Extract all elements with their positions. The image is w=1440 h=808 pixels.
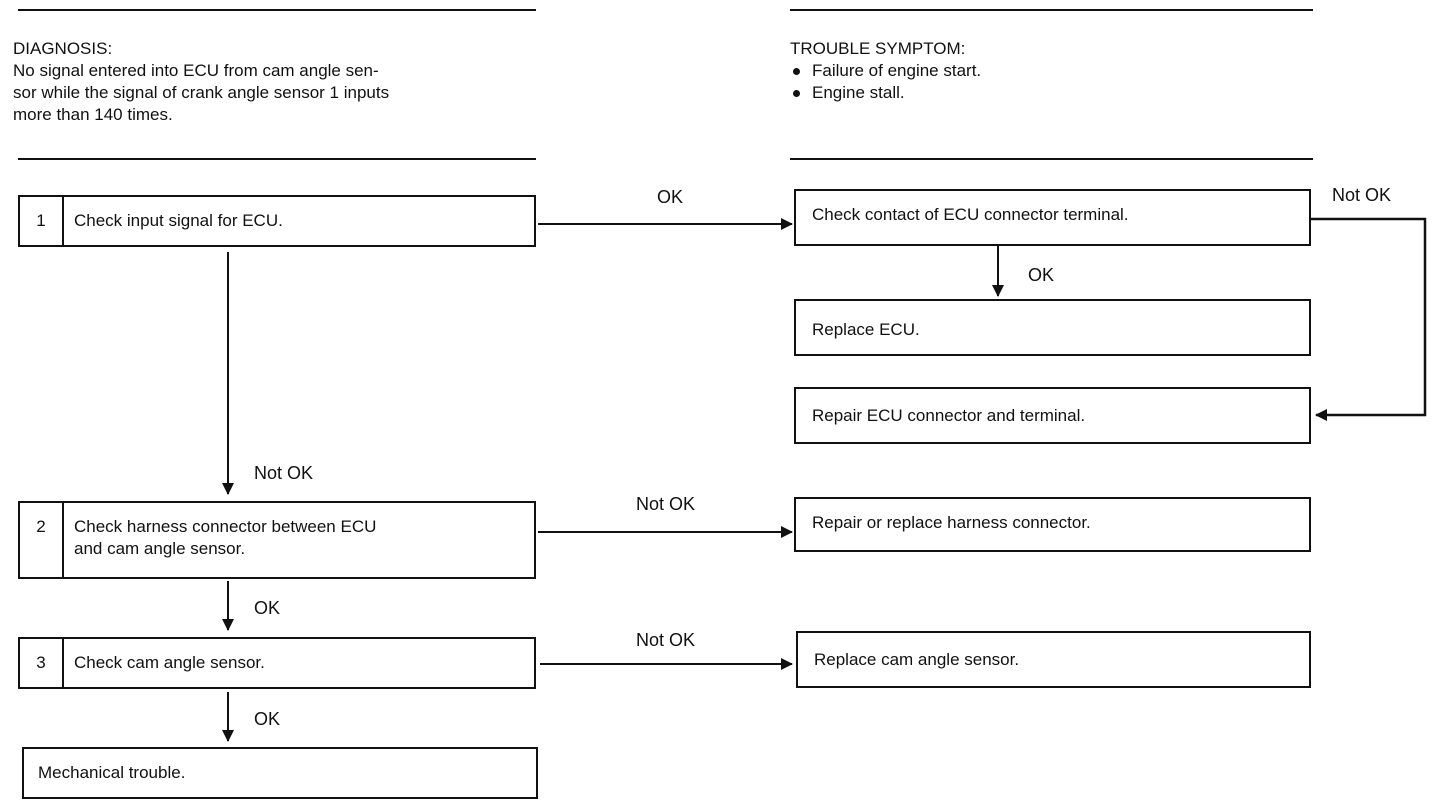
- diagnosis-line-3: more than 140 times.: [13, 105, 173, 124]
- label-contact-ok: OK: [1028, 265, 1055, 285]
- mechanical-trouble-box: Mechanical trouble.: [22, 747, 538, 799]
- repair-harness-box: Repair or replace harness connector.: [794, 497, 1311, 552]
- replace-ecu-box: Replace ECU.: [794, 299, 1311, 356]
- symptom-item-1-text: Failure of engine start.: [812, 61, 982, 80]
- step-3-number: 3: [20, 639, 64, 687]
- symptom-item-2: Engine stall.: [790, 82, 1310, 104]
- label-step1-not-ok: Not OK: [254, 463, 314, 483]
- header-rule-left-bottom: [18, 158, 536, 160]
- label-step1-ok: OK: [657, 187, 684, 207]
- label-contact-not-ok: Not OK: [1332, 185, 1392, 205]
- replace-cam-sensor-box: Replace cam angle sensor.: [796, 631, 1311, 688]
- label-step2-not-ok: Not OK: [636, 494, 696, 514]
- step-3-text: Check cam angle sensor.: [74, 653, 265, 672]
- diagnosis-block: DIAGNOSIS: No signal entered into ECU fr…: [13, 38, 543, 126]
- diagnosis-line-2: sor while the signal of crank angle sens…: [13, 83, 390, 102]
- step-1-number: 1: [20, 197, 64, 245]
- bullet-icon: [793, 67, 800, 75]
- diagnosis-line-1: No signal entered into ECU from cam angl…: [13, 61, 379, 80]
- repair-ecu-connector-box: Repair ECU connector and terminal.: [794, 387, 1311, 444]
- symptom-block: TROUBLE SYMPTOM: Failure of engine start…: [790, 38, 1310, 104]
- diagnosis-title: DIAGNOSIS:: [13, 39, 113, 58]
- step-2-text-line-2: and cam angle sensor.: [74, 539, 246, 558]
- step-1-text: Check input signal for ECU.: [74, 211, 283, 230]
- replace-ecu-text: Replace ECU.: [812, 320, 920, 339]
- label-step3-ok: OK: [254, 709, 281, 729]
- repair-harness-text: Repair or replace harness connector.: [812, 513, 1091, 532]
- label-step3-not-ok: Not OK: [636, 630, 696, 650]
- check-contact-text: Check contact of ECU connector terminal.: [812, 205, 1129, 224]
- step-2-box: 2 Check harness connector between ECU an…: [18, 501, 536, 579]
- label-step2-ok: OK: [254, 598, 281, 618]
- bullet-icon: [793, 89, 800, 97]
- header-rule-right-top: [790, 9, 1313, 11]
- step-2-text: Check harness connector between ECU and …: [64, 503, 386, 577]
- check-contact-box: Check contact of ECU connector terminal.: [794, 189, 1311, 246]
- symptom-item-2-text: Engine stall.: [812, 83, 905, 102]
- header-rule-right-bottom: [790, 158, 1313, 160]
- symptom-title: TROUBLE SYMPTOM:: [790, 39, 966, 58]
- step-3-box: 3 Check cam angle sensor.: [18, 637, 536, 689]
- header-rule-left-top: [18, 9, 536, 11]
- symptom-item-1: Failure of engine start.: [790, 60, 1310, 82]
- step-2-number: 2: [20, 503, 64, 577]
- step-2-text-line-1: Check harness connector between ECU: [74, 517, 377, 536]
- repair-ecu-connector-text: Repair ECU connector and terminal.: [812, 406, 1086, 425]
- arrow-contact-not-ok: [1311, 217, 1427, 421]
- replace-cam-sensor-text: Replace cam angle sensor.: [814, 650, 1020, 669]
- step-1-box: 1 Check input signal for ECU.: [18, 195, 536, 247]
- mechanical-trouble-text: Mechanical trouble.: [38, 763, 186, 782]
